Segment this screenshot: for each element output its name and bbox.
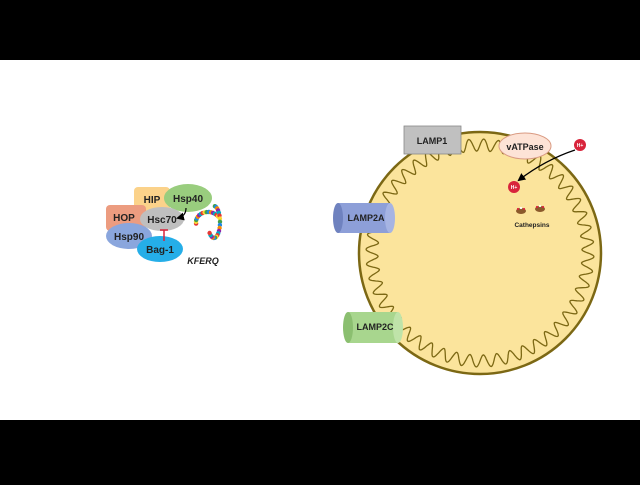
hip-label: HIP	[144, 195, 161, 206]
bag1-shape	[137, 236, 183, 262]
kferq-label: KFERQ	[187, 256, 219, 266]
cathepsin-icon	[535, 204, 545, 212]
lysosome-membrane	[357, 130, 603, 376]
cathepsins: Cathepsins	[514, 204, 550, 229]
lamp1-label: LAMP1	[417, 136, 448, 146]
lamp1-receptor: LAMP1	[403, 125, 462, 155]
lysosome-inner-membrane	[365, 138, 595, 368]
hsp40-label: Hsp40	[173, 194, 203, 205]
proton-inside-shape	[508, 181, 520, 193]
lamp2c-end	[343, 312, 353, 343]
proton-inside: H+	[508, 181, 520, 193]
lamp2c-receptor: LAMP2C	[343, 312, 403, 343]
cathepsins-label: Cathepsins	[514, 222, 549, 229]
proton-outside-shape	[574, 139, 586, 151]
hsc70-shape	[140, 207, 184, 231]
hsp40-to-hsc70-arrow	[176, 207, 187, 221]
vatpase-shape	[498, 132, 552, 160]
amino-acid-bead	[217, 216, 223, 221]
lamp2c-label: LAMP2C	[356, 322, 394, 332]
lamp2a-cap	[385, 203, 395, 233]
proton-transport-arrow	[517, 149, 576, 182]
proton-inside-label: H+	[511, 185, 518, 191]
vatpase-pump: vATPase	[498, 132, 552, 160]
lamp1-shape	[403, 125, 462, 155]
bag1-label: Bag-1	[146, 245, 174, 256]
hop-label: HOP	[113, 213, 135, 224]
lysosome	[357, 130, 603, 376]
top-letterbox	[0, 0, 640, 60]
vatpase-label: vATPase	[506, 142, 543, 152]
lamp2a-label: LAMP2A	[347, 213, 385, 223]
amino-acid-bead	[217, 219, 223, 224]
lamp2a-receptor: LAMP2A	[333, 203, 395, 233]
amino-acid-bead	[207, 230, 212, 236]
cathepsin-icon	[516, 206, 526, 214]
hsc70-label: Hsc70	[147, 215, 177, 226]
bottom-letterbox	[0, 420, 640, 480]
lamp2a-end	[333, 203, 343, 233]
chaperone-complex: HIP Hsp40 HOP Hsc70 Hsp90 Bag-1	[106, 184, 212, 262]
lamp2c-body	[348, 312, 398, 343]
kferq-substrate-protein	[193, 204, 223, 241]
proton-outside-label: H+	[577, 143, 584, 149]
proton-outside: H+	[574, 139, 586, 151]
hsp40-shape	[164, 184, 212, 212]
hsp90-label: Hsp90	[114, 232, 144, 243]
lamp2a-body	[338, 203, 390, 233]
lamp2c-cap	[393, 312, 403, 343]
